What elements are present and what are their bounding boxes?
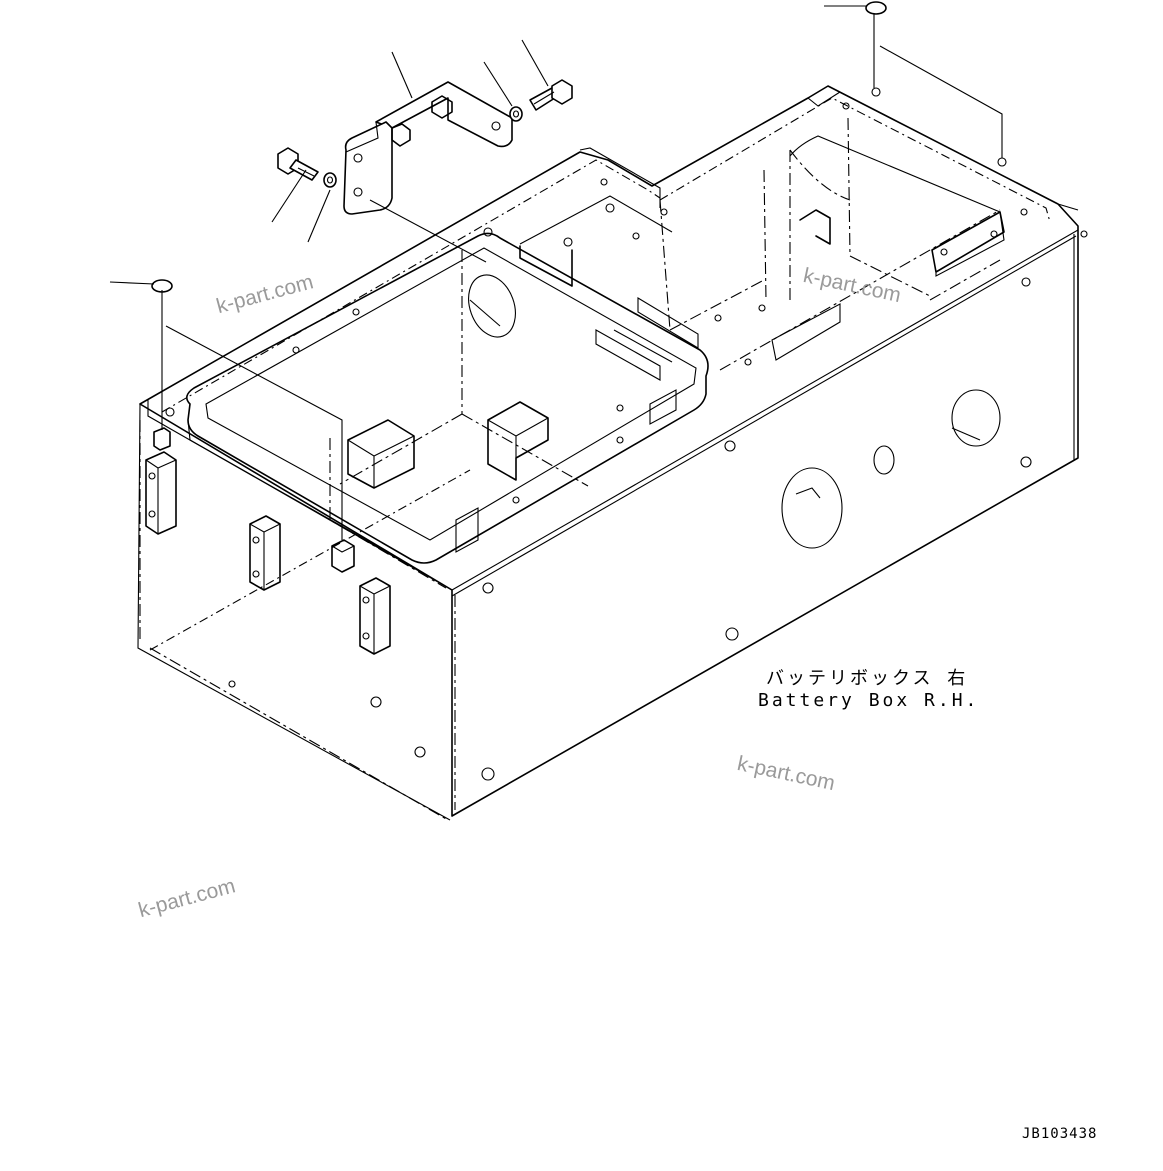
drawing-code: JB103438 [1022,1126,1098,1142]
box-shell [137,85,1079,821]
caption-japanese: バッテリボックス 右 [766,668,969,689]
hidden-lines [139,97,1051,821]
tray-right [519,135,1005,549]
caption-english: Battery Box R.H. [758,690,980,711]
leader-lines [109,5,1003,540]
rim-holes [165,87,1088,781]
bolt-left [277,147,319,181]
bracket [343,81,513,215]
wall-blocks [145,427,391,655]
washer-left [323,172,337,188]
pin-marker-top [865,1,887,15]
bolt-right [529,79,573,111]
tray-left [186,232,709,567]
pin-marker-left [151,279,173,293]
washer-right [509,106,523,122]
